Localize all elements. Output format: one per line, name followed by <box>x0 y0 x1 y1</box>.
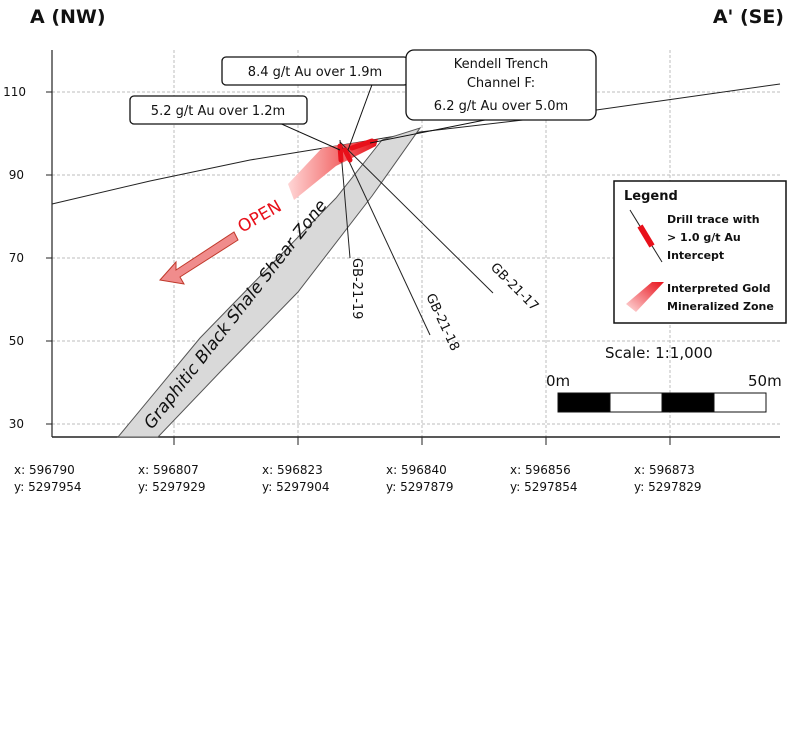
shear-zone-label: Graphitic Black Shale Shear Zone <box>140 196 331 433</box>
drillhole-labels: GB-21-19 GB-21-18 GB-21-17 <box>349 258 541 353</box>
callout-1: 5.2 g/t Au over 1.2m <box>129 95 308 125</box>
intercepts <box>337 138 375 163</box>
tick-90: 90 <box>9 168 24 182</box>
coordinate-label: x: 596823 y: 5297904 <box>262 463 330 494</box>
legend-zone-line-1: Interpreted Gold <box>667 282 770 295</box>
callout-2: 8.4 g/t Au over 1.9m <box>221 56 409 86</box>
drillhole-gb-21-18-trace <box>339 141 431 336</box>
legend-zone-icon <box>626 282 664 312</box>
shear-zone <box>116 127 422 438</box>
coordinate-label: x: 596807 y: 5297929 <box>138 463 206 494</box>
intercept-gb-21-18 <box>342 147 353 163</box>
section-end-label: A' (SE) <box>712 6 784 28</box>
open-label: OPEN <box>235 196 286 237</box>
coordinate-label: x: 596840 y: 5297879 <box>386 463 454 494</box>
drillhole-label-gb-21-17: GB-21-17 <box>487 260 541 314</box>
coordinate-label: x: 596856 y: 5297854 <box>510 463 578 494</box>
legend-title: Legend <box>624 189 678 204</box>
drillhole-label-gb-21-18: GB-21-18 <box>422 291 462 353</box>
legend-drill-icon <box>637 224 655 248</box>
elevation-tick-labels: 110 90 70 50 30 <box>3 85 26 431</box>
legend-zone-line-2: Mineralized Zone <box>667 300 774 313</box>
tick-70: 70 <box>9 251 24 265</box>
scale-end-label: 50m <box>748 372 782 390</box>
tick-110: 110 <box>3 85 26 99</box>
scale-start-label: 0m <box>546 372 570 390</box>
section-start-label: A (NW) <box>30 6 106 28</box>
scale-bar <box>557 392 767 413</box>
legend: Legend Drill trace with > 1.0 g/t Au Int… <box>613 180 787 324</box>
mineralized-zone <box>288 139 378 200</box>
callout-3: Kendell Trench Channel F: 6.2 g/t Au ove… <box>405 49 597 121</box>
scale-text: Scale: 1:1,000 <box>605 344 713 362</box>
callout-2-text: 8.4 g/t Au over 1.9m <box>248 65 382 80</box>
callout-1-text: 5.2 g/t Au over 1.2m <box>151 104 285 119</box>
legend-drill-line-2: > 1.0 g/t Au <box>667 231 741 244</box>
open-arrow <box>159 231 239 285</box>
drillhole-label-gb-21-19: GB-21-19 <box>349 258 364 319</box>
callout-3-line-2: Channel F: <box>467 76 535 91</box>
legend-drill-line-3: Intercept <box>667 249 724 262</box>
legend-drill-line-1: Drill trace with <box>667 213 760 226</box>
coordinate-label: x: 596790 y: 5297954 <box>14 463 82 494</box>
tick-50: 50 <box>9 334 24 348</box>
coordinate-label: x: 596873 y: 5297829 <box>634 463 702 494</box>
intercept-channel <box>349 138 375 151</box>
drillhole-gb-21-17-trace <box>339 141 494 294</box>
callout-3-line-3: 6.2 g/t Au over 5.0m <box>434 99 568 114</box>
callout-3-line-1: Kendell Trench <box>454 57 548 72</box>
tick-30: 30 <box>9 417 24 431</box>
intercept-gb-21-19 <box>337 143 344 163</box>
